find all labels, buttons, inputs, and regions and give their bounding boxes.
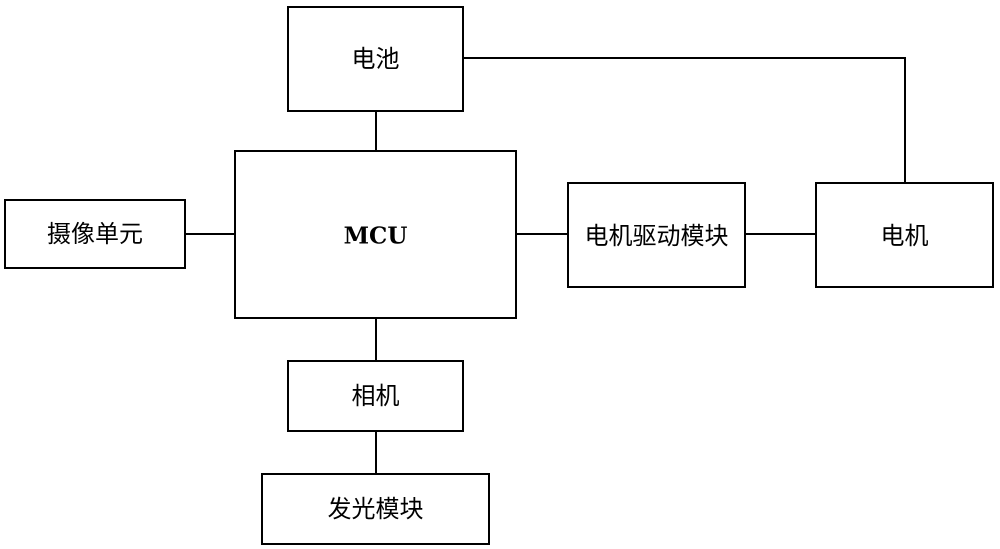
wire-battery-motor: [463, 57, 906, 183]
connection-lines: [185, 57, 906, 474]
node-motor-driver-label: 电机驱动模块: [585, 222, 729, 250]
node-battery-label: 电池: [352, 45, 400, 73]
node-motor-label: 电机: [881, 222, 929, 250]
node-battery: 电池: [287, 6, 464, 112]
node-motor: 电机: [815, 182, 994, 288]
node-camera-unit-label: 摄像单元: [47, 220, 143, 248]
node-camera-box: [287, 360, 464, 432]
node-light-module-box: [261, 473, 490, 545]
node-mcu-label: MCU: [344, 223, 408, 250]
node-battery-box: [287, 6, 464, 112]
node-camera-unit-box: [4, 199, 186, 269]
node-camera: 相机: [287, 360, 464, 432]
node-mcu-box: [234, 150, 517, 319]
node-motor-driver: 电机驱动模块: [567, 182, 746, 288]
node-light-module-label: 发光模块: [328, 495, 424, 523]
node-mcu: MCU: [234, 150, 517, 319]
node-camera-label: 相机: [352, 382, 400, 410]
node-motor-driver-box: [567, 182, 746, 288]
node-camera-unit: 摄像单元: [4, 199, 186, 269]
node-light-module: 发光模块: [261, 473, 490, 545]
node-motor-box: [815, 182, 994, 288]
